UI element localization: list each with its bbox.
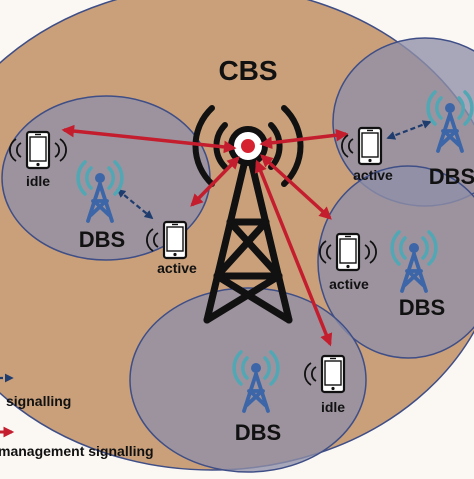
legend: signalling management signalling <box>0 373 154 459</box>
phone-icon-active-left <box>146 220 188 260</box>
active-label-left: active <box>157 260 197 276</box>
active-label-right-top: active <box>353 167 393 183</box>
management-arrow-to-active-left <box>190 156 240 207</box>
management-arrow-to-idle-bottom <box>254 159 333 347</box>
legend-signalling-label: signalling <box>6 393 71 409</box>
management-arrow-to-idle-left <box>61 124 237 154</box>
idle-label-bottom: idle <box>321 399 345 415</box>
dbs-label-right-top: DBS <box>429 164 474 189</box>
management-arrow-to-active-right-top <box>259 128 349 150</box>
dbs-label-left: DBS <box>79 227 125 252</box>
dbs-label-bottom: DBS <box>235 420 281 445</box>
cbs-label: CBS <box>218 55 277 86</box>
idle-label-left: idle <box>26 173 50 189</box>
phone-icon-idle-bottom <box>304 354 346 394</box>
signalling-arrow-left <box>116 188 154 220</box>
dbs-label-right-mid: DBS <box>399 295 445 320</box>
phone-icon-active-right-mid <box>319 232 377 272</box>
active-label-right-mid: active <box>329 276 369 292</box>
phone-icon-idle-left <box>9 130 67 170</box>
legend-management-label: management signalling <box>0 443 154 459</box>
phone-icon-active-right-top <box>341 126 383 166</box>
